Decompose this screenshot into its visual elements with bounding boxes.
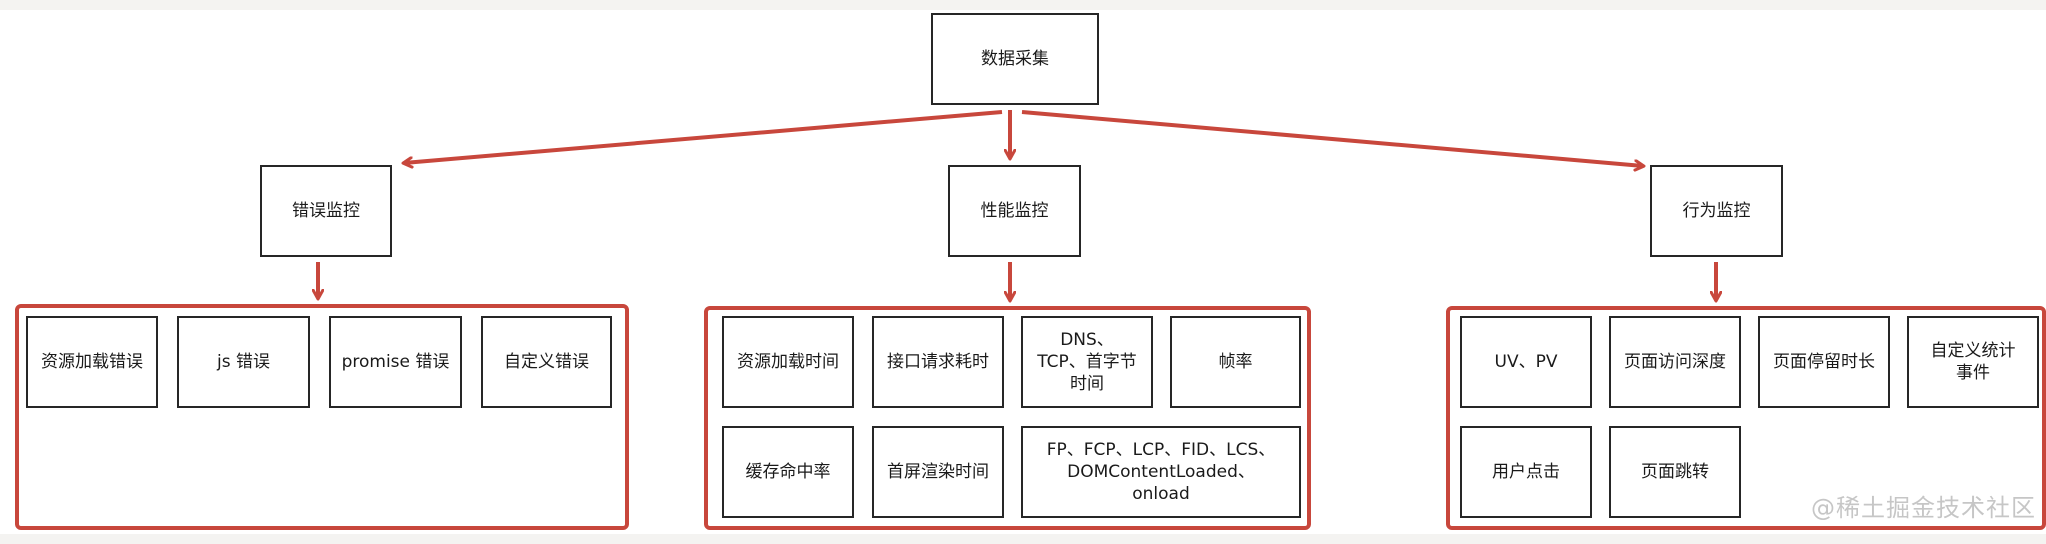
error-item-label: 自定义错误 — [504, 352, 589, 372]
performance-item-label: 帧率 — [1218, 352, 1253, 372]
performance-item: FP、FCP、LCP、FID、LCS、DOMContentLoaded、onlo… — [1021, 426, 1301, 518]
error-item: 资源加载错误 — [26, 316, 158, 408]
behavior-item: 用户点击 — [1460, 426, 1592, 518]
performance-item: 首屏渲染时间 — [872, 426, 1004, 518]
behavior-monitoring-label: 行为监控 — [1682, 201, 1751, 221]
error-item-label: 资源加载错误 — [41, 352, 143, 372]
root-label: 数据采集 — [981, 49, 1049, 69]
behavior-items-group — [1446, 306, 2046, 530]
behavior-item-label: 自定义统计事件 — [1930, 341, 2016, 383]
performance-monitoring-label: 性能监控 — [980, 201, 1049, 221]
performance-item: 帧率 — [1170, 316, 1301, 408]
behavior-item: 页面跳转 — [1609, 426, 1741, 518]
performance-item-label: 缓存命中率 — [745, 462, 831, 482]
performance-item-label: 资源加载时间 — [737, 352, 839, 372]
root-node: 数据采集 — [931, 13, 1099, 105]
bottom-margin — [0, 534, 2046, 544]
performance-item: 接口请求耗时 — [872, 316, 1004, 408]
error-monitoring-label: 错误监控 — [292, 201, 360, 221]
arrow-root-to-behavior — [1021, 110, 1643, 166]
behavior-item-label: 页面访问深度 — [1624, 352, 1726, 372]
behavior-item: 页面访问深度 — [1609, 316, 1741, 408]
error-item: 自定义错误 — [481, 316, 612, 408]
behavior-item-label: 页面跳转 — [1641, 462, 1709, 482]
performance-item: DNS、TCP、首字节时间 — [1021, 316, 1153, 408]
performance-item-label: FP、FCP、LCP、FID、LCS、DOMContentLoaded、onlo… — [1046, 440, 1276, 504]
error-items-group — [15, 304, 629, 530]
performance-monitoring-node: 性能监控 — [948, 165, 1081, 257]
performance-item-label: DNS、TCP、首字节时间 — [1037, 330, 1137, 394]
behavior-item-label: 页面停留时长 — [1773, 352, 1875, 372]
performance-item-label: 首屏渲染时间 — [887, 462, 989, 482]
performance-items-group — [704, 306, 1311, 530]
watermark: @稀土掘金技术社区 — [1811, 494, 2036, 522]
error-item-label: js 错误 — [217, 352, 270, 372]
behavior-item-label: 用户点击 — [1492, 462, 1560, 482]
error-item: promise 错误 — [329, 316, 462, 408]
error-item-label: promise 错误 — [341, 352, 450, 372]
behavior-item-label: UV、PV — [1494, 352, 1558, 372]
behavior-item: 页面停留时长 — [1758, 316, 1890, 408]
behavior-item: 自定义统计事件 — [1907, 316, 2039, 408]
behavior-item: UV、PV — [1460, 316, 1592, 408]
behavior-monitoring-node: 行为监控 — [1650, 165, 1783, 257]
error-item: js 错误 — [177, 316, 310, 408]
arrow-root-to-error — [404, 110, 1003, 163]
error-monitoring-node: 错误监控 — [260, 165, 392, 257]
performance-item-label: 接口请求耗时 — [887, 352, 989, 372]
top-margin — [0, 0, 2046, 10]
performance-item: 资源加载时间 — [722, 316, 854, 408]
performance-item: 缓存命中率 — [722, 426, 854, 518]
